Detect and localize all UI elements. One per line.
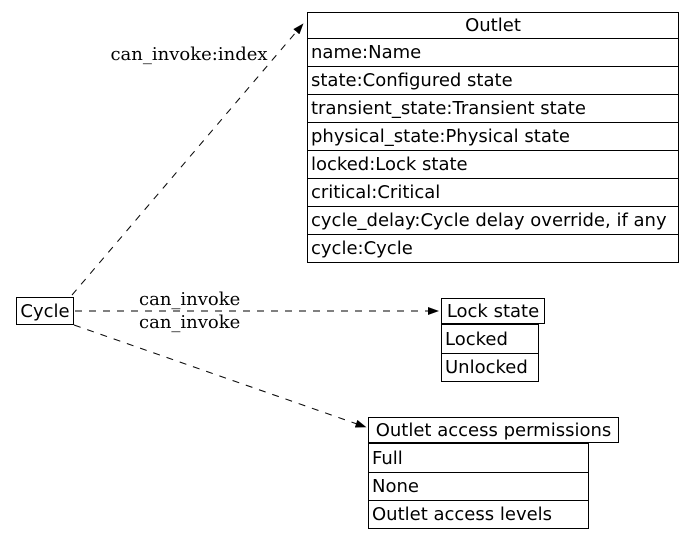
node-lock-state-body: Locked Unlocked: [441, 324, 539, 382]
edge-cycle-to-outlet-access-permissions-line: [73, 324, 367, 428]
node-lock-state-title: Lock state: [441, 298, 545, 324]
edge-label-can-invoke-permissions: can_invoke: [139, 312, 241, 333]
outlet-row-name: name:Name: [308, 38, 678, 66]
lock-state-row-unlocked: Unlocked: [442, 353, 538, 381]
permissions-row-outlet-access-levels: Outlet access levels: [369, 500, 588, 528]
node-outlet-access-permissions-title: Outlet access permissions: [368, 417, 619, 443]
permissions-row-none: None: [369, 472, 588, 500]
edge-label-can-invoke-index: can_invoke:index: [110, 44, 268, 65]
outlet-row-critical: critical:Critical: [308, 178, 678, 206]
outlet-title: Outlet: [465, 15, 521, 36]
outlet-row-transient-state: transient_state:Transient state: [308, 94, 678, 122]
edge-cycle-to-outlet-line: [71, 23, 304, 296]
outlet-row-cycle: cycle:Cycle: [308, 234, 678, 262]
node-cycle-label: Cycle: [20, 300, 70, 322]
outlet-row-physical-state: physical_state:Physical state: [308, 122, 678, 150]
permissions-row-full: Full: [372, 447, 403, 469]
node-outlet: Outlet name:Name state:Configured state …: [307, 12, 679, 263]
edge-label-can-invoke-lock-state: can_invoke: [139, 289, 241, 310]
outlet-row-cycle-delay: cycle_delay:Cycle delay override, if any: [308, 206, 678, 234]
node-outlet-access-permissions-body: Full None Outlet access levels: [368, 443, 589, 529]
node-cycle: Cycle: [16, 297, 74, 325]
lock-state-row-locked: Locked: [445, 328, 508, 350]
outlet-row-locked: locked:Lock state: [308, 150, 678, 178]
outlet-row-state: state:Configured state: [308, 66, 678, 94]
